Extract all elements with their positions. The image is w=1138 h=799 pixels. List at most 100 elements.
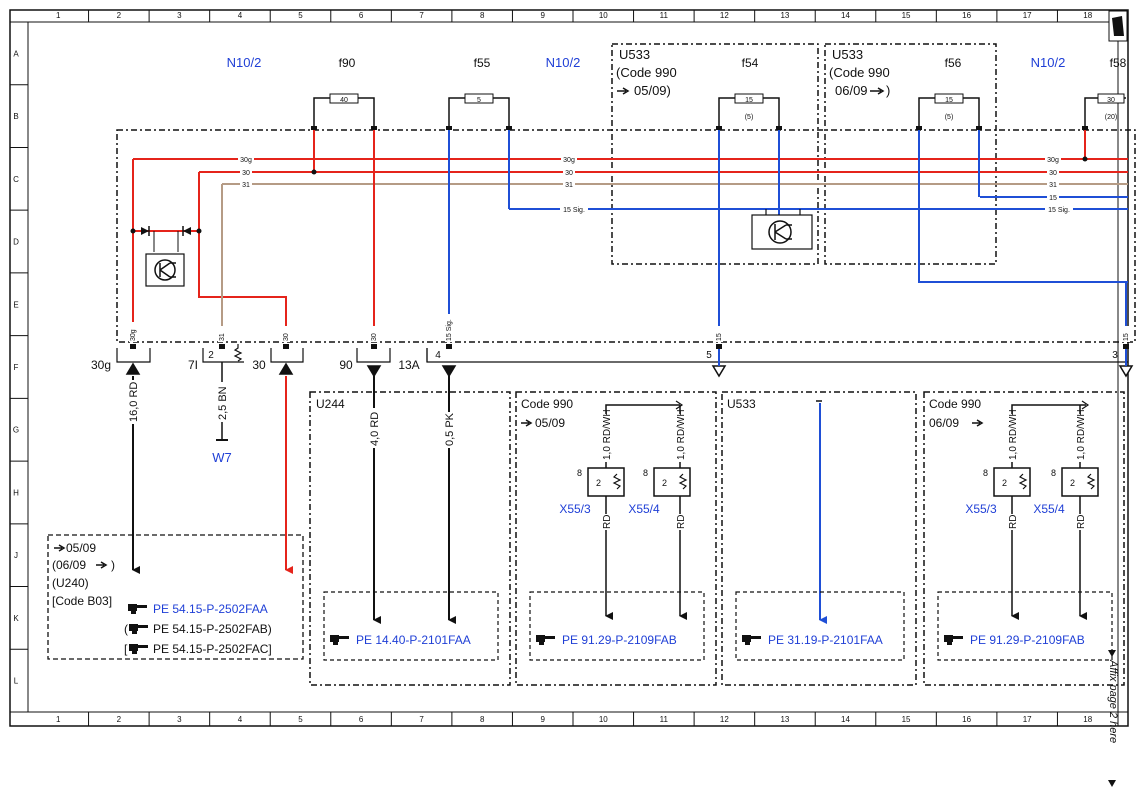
n10-2-label-c: N10/2 [1031,55,1066,70]
ruler-column-label: 8 [480,715,485,724]
u240-box [47,534,304,660]
wire-16rd-label: 16,0 RD [128,382,140,422]
fuse-f55: 5 [448,93,510,128]
conn-pin2-label: 2 [208,350,214,361]
conn-5-label: 5 [706,350,712,361]
ruler-column-label: 18 [1083,715,1092,724]
u244-ref[interactable]: PE 14.40-P-2101FAA [356,633,471,647]
ruler-column-label: 16 [962,715,971,724]
code990-b-ref[interactable]: PE 91.29-P-2109FAB [970,633,1085,647]
plug-pin2-a: 2 [596,478,601,488]
code990-a-ref[interactable]: PE 91.29-P-2109FAB [562,633,677,647]
u533-box2-line3b: ) [886,83,890,98]
pointing-hand-icon [129,644,148,654]
u533-box2-line3: 06/09 [835,83,868,98]
u533-box1-line2: (Code 990 [616,65,677,80]
wire-rd-d: RD [1076,515,1087,529]
corner-page-icon [1108,10,1128,42]
ruler-column-label: 1 [56,715,61,724]
bus-30-label-c: 30 [1049,170,1057,177]
plug-pin8-d: 8 [1051,468,1056,478]
code990-a-box [515,391,717,686]
ruler-row-label: J [14,551,18,560]
ruler-row-label: L [14,677,19,686]
arrow-right-icon [521,419,533,427]
pointing-hand-icon [536,635,555,645]
fuse-f54: 15 (5) [718,93,780,128]
u533-box1-line1: U533 [619,47,650,62]
bus-30-label-b: 30 [565,170,573,177]
wire-rdwh-d: 1,0 RD/WH [1076,409,1087,460]
fuse-f55-rating: 5 [477,97,481,104]
ruler-row-label: B [13,112,18,121]
resistor-icon [612,473,1096,490]
u533-box-1 [611,43,819,265]
ruler-column-label: 6 [359,11,364,20]
u533-box [721,391,917,686]
u240-ref3[interactable]: PE 54.15-P-2502FAC] [153,642,272,656]
u240-ref2[interactable]: PE 54.15-P-2502FAB) [153,622,272,636]
ruler-column-label: 9 [540,715,545,724]
pointing-hand-icon [330,635,349,645]
bus-30-label-a: 30 [242,170,250,177]
conn-30-label: 30 [252,358,266,372]
u240-line2: (06/09 [52,558,86,572]
u244-label: U244 [316,397,345,411]
f58-label: f58 [1110,56,1127,70]
fuse-f56-sub: (5) [945,114,954,121]
arrow-right-icon [870,87,885,95]
ruler-column-label: 7 [419,11,424,20]
pointing-hand-icon [742,635,761,645]
bus-31-label-c: 31 [1049,182,1057,189]
ruler-column-label: 4 [238,11,243,20]
u240-ref1[interactable]: PE 54.15-P-2502FAA [153,602,268,616]
fuse-f56: 15 (5) [918,93,980,128]
fuse-f90-rating: 40 [340,97,348,104]
bus-31-label-a: 31 [242,182,250,189]
ruler-column-label: 8 [480,11,485,20]
ruler-column-label: 12 [720,715,729,724]
u244-ref-box [323,591,499,661]
pin-15a-label: 15 [716,333,723,341]
external-wires [132,349,1127,624]
ruler-row-label: E [13,300,18,309]
code990-b-ref-box [937,591,1113,661]
ruler-column-label: 16 [962,11,971,20]
u533-ref[interactable]: PE 31.19-P-2101FAA [768,633,883,647]
ruler-column-label: 9 [540,11,545,20]
ruler-column-label: 12 [720,11,729,20]
transistor-icon [751,214,813,250]
internal-wiring [132,130,1128,342]
ruler-column-label: 6 [359,715,364,724]
junction-dots [130,156,1088,234]
ruler-column-label: 13 [780,715,789,724]
wire-rd-c: RD [1008,515,1019,529]
u240-line1: 05/09 [66,541,96,555]
f56-label: f56 [945,56,962,70]
ruler-row-label: A [13,49,19,58]
conn-90-label: 90 [339,358,353,372]
bus-30g-label-b: 30g [563,157,575,164]
fuse-f54-rating: 15 [745,97,753,104]
diode-icon [177,226,194,252]
side-note: Affix page 2 here [1107,659,1119,743]
ruler-column-label: 10 [599,11,608,20]
conn-30g-label: 30g [91,358,111,372]
ruler-column-label: 1 [56,11,61,20]
fuse-f54-sub: (5) [745,114,754,121]
u533-label: U533 [727,397,756,411]
pointing-hand-icon [129,624,148,634]
triangle-down-icon [1108,780,1116,787]
pin-30b-label: 30 [371,333,378,341]
u533-box2-line2: (Code 990 [829,65,890,80]
ruler-column-label: 17 [1023,715,1032,724]
x55-3-label-a: X55/3 [559,502,591,516]
u240-ref3-pre: [ [124,642,128,656]
wire-25bn-label: 2,5 BN [217,386,229,420]
connector-labels: 30g 7I 2 30 90 13A 4 5 3 [91,350,1118,372]
ruler-column-label: 2 [117,11,122,20]
plug-pin8-a: 8 [577,468,582,478]
transistor-icon [145,253,185,287]
